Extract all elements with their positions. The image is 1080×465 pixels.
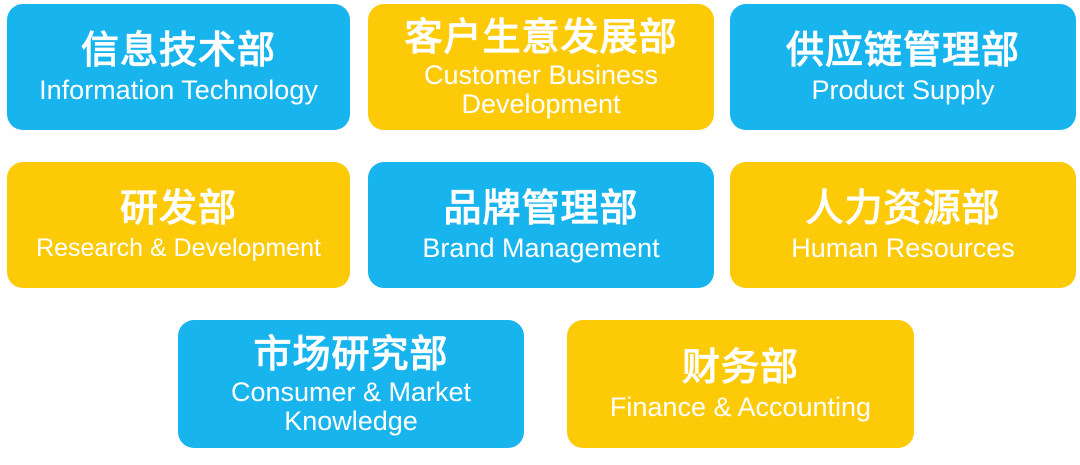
dept-cbd-en: Customer Business Development bbox=[423, 60, 659, 119]
dept-product-supply-en: Product Supply bbox=[811, 75, 995, 105]
dept-finance: 财务部 Finance & Accounting bbox=[567, 320, 914, 448]
dept-cmk-cn: 市场研究部 bbox=[253, 332, 449, 376]
dept-cmk-en: Consumer & Market Knowledge bbox=[230, 377, 472, 436]
dept-it-en: Information Technology bbox=[39, 75, 318, 105]
dept-brand-cn: 品牌管理部 bbox=[443, 186, 639, 230]
dept-rnd: 研发部 Research & Development bbox=[7, 162, 350, 288]
dept-product-supply: 供应链管理部 Product Supply bbox=[730, 4, 1076, 130]
dept-product-supply-cn: 供应链管理部 bbox=[785, 28, 1020, 72]
dept-finance-cn: 财务部 bbox=[681, 345, 799, 389]
dept-it-cn: 信息技术部 bbox=[80, 28, 276, 72]
dept-hr: 人力资源部 Human Resources bbox=[730, 162, 1076, 288]
dept-rnd-cn: 研发部 bbox=[119, 186, 237, 230]
dept-brand-en: Brand Management bbox=[422, 233, 660, 263]
dept-rnd-en: Research & Development bbox=[36, 234, 321, 262]
dept-cmk: 市场研究部 Consumer & Market Knowledge bbox=[178, 320, 524, 448]
dept-hr-cn: 人力资源部 bbox=[805, 186, 1001, 230]
dept-cbd: 客户生意发展部 Customer Business Development bbox=[368, 4, 714, 130]
dept-cbd-cn: 客户生意发展部 bbox=[404, 15, 678, 59]
dept-it: 信息技术部 Information Technology bbox=[7, 4, 350, 130]
dept-hr-en: Human Resources bbox=[791, 233, 1015, 263]
dept-brand: 品牌管理部 Brand Management bbox=[368, 162, 714, 288]
dept-finance-en: Finance & Accounting bbox=[609, 392, 872, 422]
